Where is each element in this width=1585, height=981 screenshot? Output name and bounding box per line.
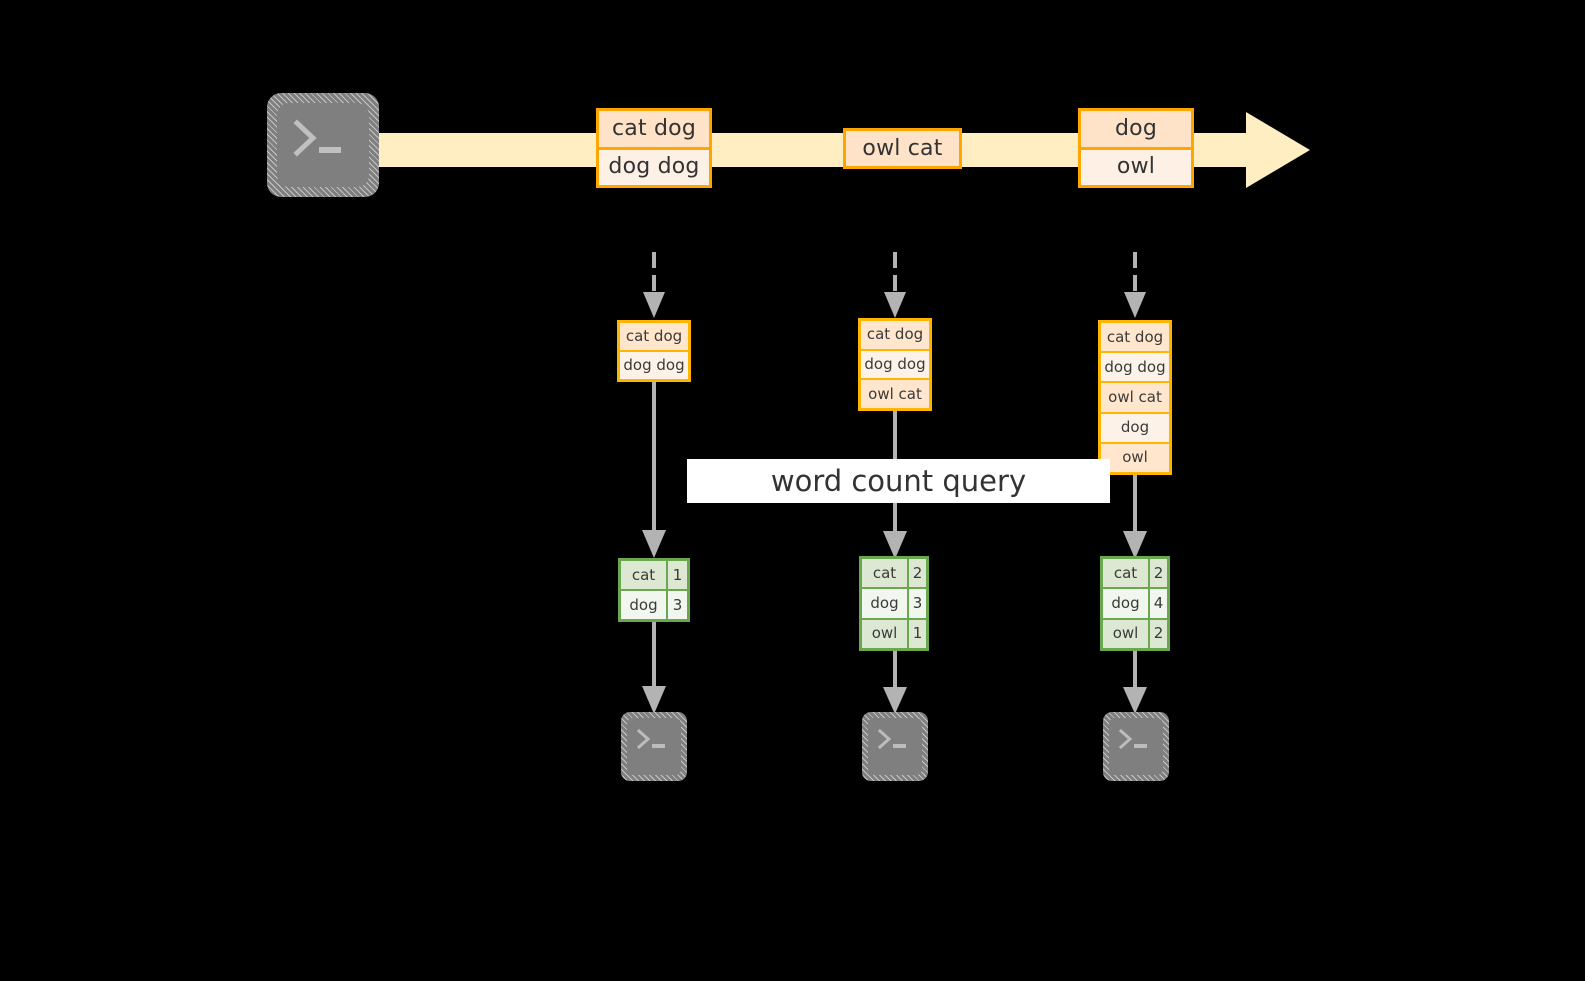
consumer-terminal-icon-1: [621, 712, 687, 781]
snapshot-line: owl: [1101, 441, 1169, 473]
query-banner-label: word count query: [770, 463, 1027, 498]
block-arrow-right-icon: [366, 112, 1310, 188]
stream-message-line: owl cat: [846, 131, 959, 166]
stream-message-1: cat dog dog dog: [596, 108, 712, 188]
snapshot-line: owl cat: [861, 378, 929, 409]
terminal-prompt-glyph: [1118, 728, 1147, 750]
table-cell-count: 3: [666, 591, 687, 619]
table-cell-word: cat: [862, 559, 907, 588]
terminal-prompt-glyph: [293, 119, 341, 157]
result-table-1: cat 1 dog 3: [618, 558, 690, 622]
table-cell-word: dog: [621, 591, 666, 619]
table-cell-word: cat: [621, 561, 666, 589]
result-table-2: cat 2 dog 3 owl 1: [859, 556, 929, 651]
table-row: owl 1: [862, 617, 926, 648]
snapshot-stack-3: cat dog dog dog owl cat dog owl: [1098, 320, 1172, 475]
snapshot-line: dog dog: [620, 350, 688, 379]
stream-message-line: owl: [1081, 146, 1191, 185]
table-cell-word: dog: [1103, 589, 1148, 618]
stream-message-line: cat dog: [599, 111, 709, 147]
snapshot-line: owl cat: [1101, 381, 1169, 412]
table-row: dog 3: [862, 587, 926, 618]
snapshot-stack-1: cat dog dog dog: [617, 320, 691, 382]
table-cell-word: cat: [1103, 559, 1148, 588]
connector-stream-to-snapshot-3: [1124, 252, 1146, 318]
result-table-3: cat 2 dog 4 owl 2: [1100, 556, 1170, 651]
stream-message-3: dog owl: [1078, 108, 1194, 188]
terminal-prompt-glyph: [877, 728, 906, 750]
connector-snapshot-to-result-1: [642, 382, 666, 558]
consumer-terminal-icon-3: [1103, 712, 1169, 781]
snapshot-stack-2: cat dog dog dog owl cat: [858, 318, 932, 411]
snapshot-line: dog dog: [861, 348, 929, 379]
connector-result-to-consumer-2: [883, 651, 907, 714]
snapshot-line: dog dog: [1101, 351, 1169, 382]
terminal-prompt-glyph: [636, 728, 665, 750]
table-cell-word: owl: [862, 619, 907, 648]
terminal-screen: [277, 103, 369, 187]
table-row: cat 1: [621, 561, 687, 589]
connector-stream-to-snapshot-2: [884, 252, 906, 318]
table-cell-count: 2: [1148, 619, 1167, 648]
table-row: cat 2: [1103, 559, 1167, 588]
snapshot-line: dog: [1101, 411, 1169, 442]
stream-message-line: dog dog: [599, 146, 709, 185]
stream-message-2: owl cat: [843, 128, 962, 169]
query-banner: word count query: [687, 459, 1110, 503]
table-row: owl 2: [1103, 617, 1167, 648]
snapshot-line: cat dog: [620, 323, 688, 350]
stream-message-line: dog: [1081, 111, 1191, 147]
table-row: cat 2: [862, 559, 926, 588]
table-cell-count: 2: [907, 559, 926, 588]
connector-stream-to-snapshot-1: [643, 252, 665, 318]
table-row: dog 4: [1103, 587, 1167, 618]
consumer-terminal-icon-2: [862, 712, 928, 781]
snapshot-line: cat dog: [861, 321, 929, 349]
table-cell-word: dog: [862, 589, 907, 618]
table-cell-count: 4: [1148, 589, 1167, 618]
table-cell-word: owl: [1103, 619, 1148, 648]
connector-result-to-consumer-1: [642, 622, 666, 714]
snapshot-line: cat dog: [1101, 323, 1169, 352]
table-cell-count: 1: [666, 561, 687, 589]
table-row: dog 3: [621, 589, 687, 619]
table-cell-count: 1: [907, 619, 926, 648]
table-cell-count: 3: [907, 589, 926, 618]
producer-terminal-icon: [267, 93, 379, 197]
table-cell-count: 2: [1148, 559, 1167, 588]
connector-result-to-consumer-3: [1123, 651, 1147, 714]
connector-snapshot-to-result-3: [1123, 475, 1147, 559]
